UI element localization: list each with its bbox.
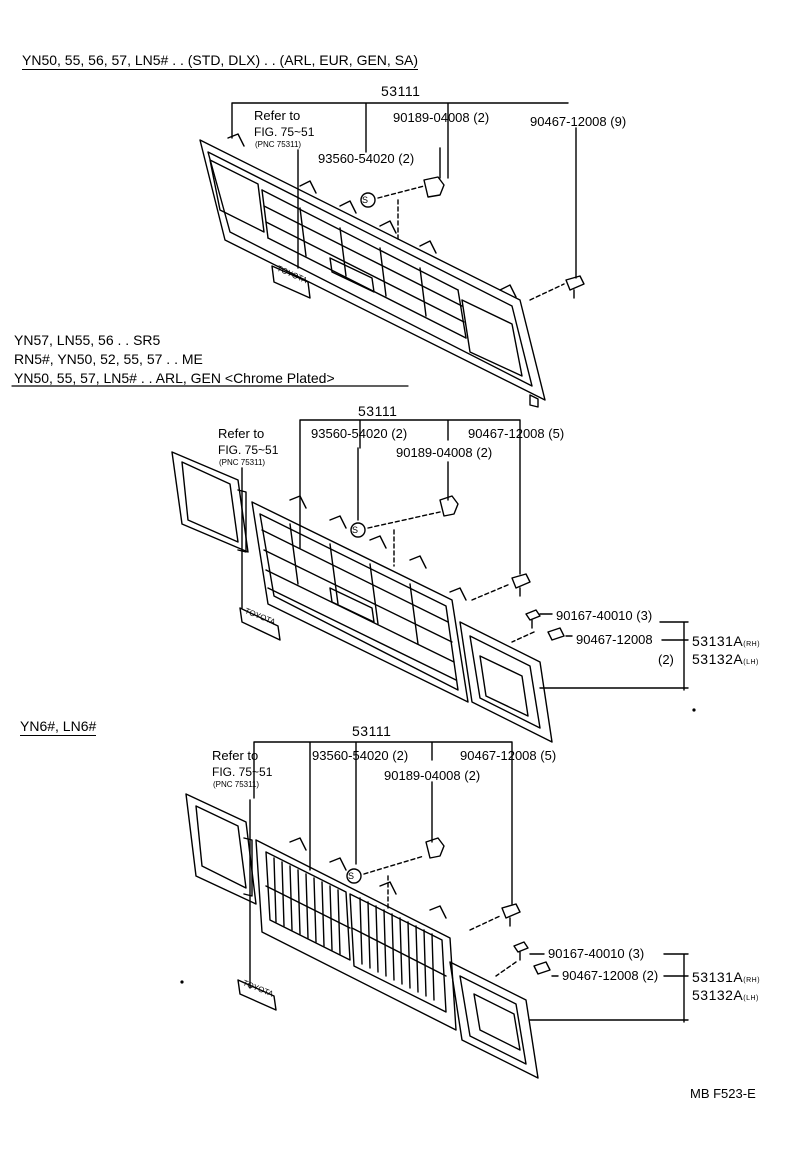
refer-pnc-2: (PNC 75311)	[219, 458, 266, 467]
section-2-header-line-3: YN50, 55, 57, LN5# . . ARL, GEN <Chrome …	[14, 370, 335, 386]
part-90167-2: 90167-40010 (3)	[556, 608, 653, 623]
figure-code: MB F523-E	[690, 1086, 756, 1101]
part-90467-2: 90467-12008 (5)	[468, 426, 565, 441]
lamp-lh-3: 53132A(LH)	[692, 987, 759, 1003]
section-1-header: YN50, 55, 56, 57, LN5# . . (STD, DLX) . …	[22, 52, 419, 70]
refer-pnc-3: (PNC 75311)	[213, 780, 260, 789]
part-90467-1: 90467-12008 (9)	[530, 114, 627, 129]
part-90467b-3: 90467-12008 (2)	[562, 968, 659, 983]
grille-assembly-2	[171, 419, 689, 743]
part-90467b-2: 90467-12008	[576, 632, 653, 647]
clip-symbol-2: S	[352, 525, 359, 535]
refer-fig-2: FIG. 75~51	[218, 443, 279, 457]
part-90189-2: 90189-04008 (2)	[396, 445, 493, 460]
refer-fig-3: FIG. 75~51	[212, 765, 273, 779]
lamp-rh-3: 53131A(RH)	[692, 969, 761, 985]
assembly-number-3: 53111	[352, 723, 392, 739]
lamp-rh-2: 53131A(RH)	[692, 633, 761, 649]
lamp-lh-2: 53132A(LH)	[692, 651, 759, 667]
part-93560-1: 93560-54020 (2)	[318, 151, 415, 166]
refer-to-1: Refer to	[254, 108, 301, 123]
refer-pnc-1: (PNC 75311)	[255, 140, 302, 149]
grille-assembly-1	[199, 102, 585, 408]
assembly-number-1: 53111	[381, 83, 421, 99]
part-90467-3: 90467-12008 (5)	[460, 748, 557, 763]
part-90189-1: 90189-04008 (2)	[393, 110, 490, 125]
clip-symbol-3: S	[348, 871, 355, 881]
part-93560-2: 93560-54020 (2)	[311, 426, 408, 441]
assembly-number-2: 53111	[358, 403, 398, 419]
refer-to-3: Refer to	[212, 748, 259, 763]
section-2-header-line-2: RN5#, YN50, 52, 55, 57 . . ME	[14, 351, 203, 367]
clip-symbol-1: S	[362, 195, 369, 205]
refer-fig-1: FIG. 75~51	[254, 125, 315, 139]
refer-to-2: Refer to	[218, 426, 265, 441]
part-90467b-qty-2: (2)	[658, 652, 674, 667]
part-93560-3: 93560-54020 (2)	[312, 748, 409, 763]
section-2-header-line-1: YN57, LN55, 56 . . SR5	[14, 332, 161, 348]
part-90167-3: 90167-40010 (3)	[548, 946, 645, 961]
part-90189-3: 90189-04008 (2)	[384, 768, 481, 783]
section-3-header: YN6#, LN6#	[20, 718, 97, 736]
grille-assembly-3	[185, 741, 689, 1079]
